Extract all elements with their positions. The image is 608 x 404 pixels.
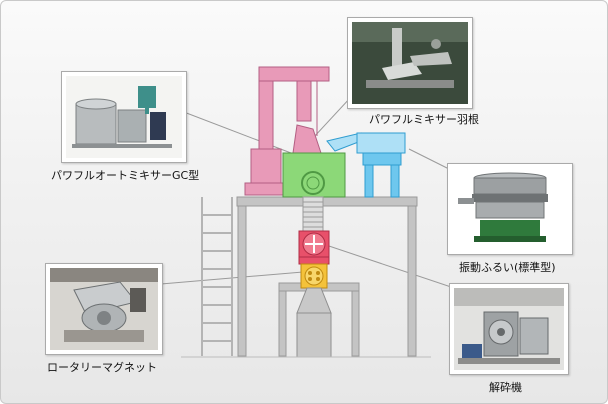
crusher-picture (454, 288, 564, 370)
mixer-tank (282, 152, 346, 198)
sieve-leg-right (390, 164, 400, 198)
mixer-blade-picture (352, 22, 468, 104)
rotary-magnet-picture (50, 268, 158, 350)
crusher-unit (298, 230, 330, 265)
flex-hose (302, 196, 324, 232)
output-hopper (296, 287, 332, 358)
sieve-top-deck (356, 132, 406, 154)
duct-drop (296, 80, 312, 122)
caption-rotary-magnet: ロータリーマグネット (47, 361, 157, 374)
sieve-unit (326, 132, 406, 198)
hopper-cone (296, 287, 332, 314)
lower-right-post (351, 290, 360, 357)
leader-mixer-blade (312, 96, 352, 139)
caption-mixer-blade: パワフルミキサー羽根 (369, 113, 479, 126)
magnet-unit (300, 263, 328, 289)
access-ladder (201, 197, 233, 356)
caption-crusher: 解砕機 (489, 381, 522, 394)
leader-mixer-gc (175, 108, 292, 154)
duct-base (250, 148, 282, 188)
vibrating-sieve-picture (452, 168, 568, 250)
photo-rotary-magnet (45, 263, 163, 355)
photo-crusher (449, 283, 569, 375)
mixer-outlet (301, 171, 325, 195)
photo-mixer-gc (61, 71, 187, 163)
upper-left-post (237, 205, 247, 357)
duct-foot (244, 182, 286, 196)
caption-vibrating-sieve: 振動ふるい(標準型) (459, 261, 556, 274)
leader-crusher (322, 243, 464, 292)
sieve-bottom-deck (362, 152, 402, 166)
mixer-body (282, 152, 346, 198)
magnet-drum (304, 266, 324, 286)
mixer-duct (244, 66, 330, 196)
sieve-leg-left (364, 164, 374, 198)
photo-mixer-blade (347, 17, 473, 109)
mixer-outlet-inner (306, 176, 320, 190)
caption-mixer-gc: パワフルオートミキサーGC型 (51, 169, 200, 182)
mixer-gc-picture (66, 76, 182, 158)
duct-top (258, 66, 330, 82)
hopper-bin (296, 312, 332, 358)
lower-left-post (278, 290, 287, 357)
crusher-flange (298, 256, 330, 265)
upper-right-post (407, 205, 417, 357)
sieve-chute (326, 132, 362, 152)
upper-beam (236, 196, 418, 207)
photo-vibrating-sieve (447, 163, 573, 255)
